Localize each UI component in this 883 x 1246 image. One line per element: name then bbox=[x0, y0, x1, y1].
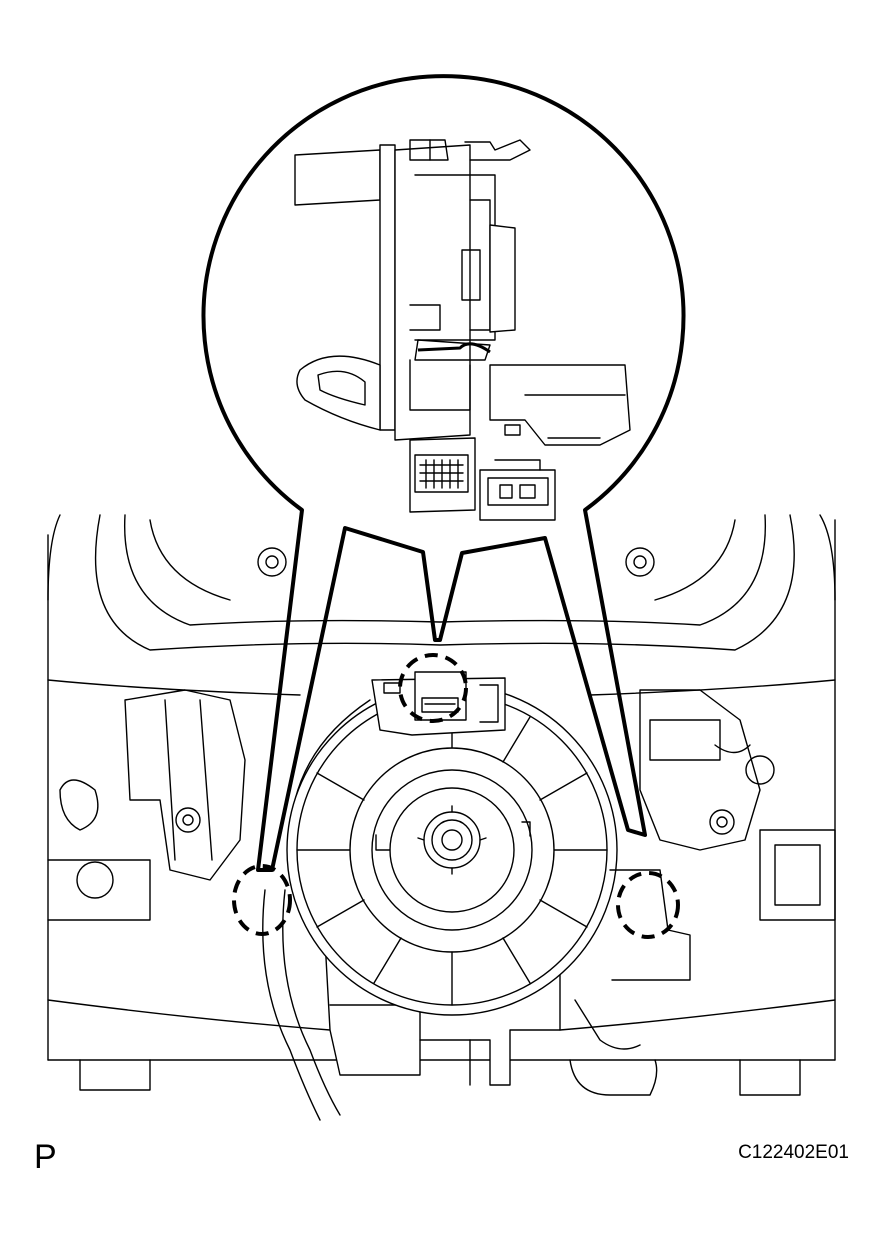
magnified-connector-detail bbox=[294, 139, 631, 521]
claw-left-callout bbox=[232, 864, 292, 936]
claw-top-callout bbox=[398, 653, 468, 723]
magnified-view-callout bbox=[201, 74, 686, 872]
steering-column-background bbox=[47, 514, 836, 1096]
spiral-cable bbox=[262, 671, 691, 1121]
view-letter: P bbox=[34, 1138, 57, 1176]
figure-code: C122402E01 bbox=[738, 1142, 849, 1163]
claw-right-callout bbox=[616, 871, 680, 939]
